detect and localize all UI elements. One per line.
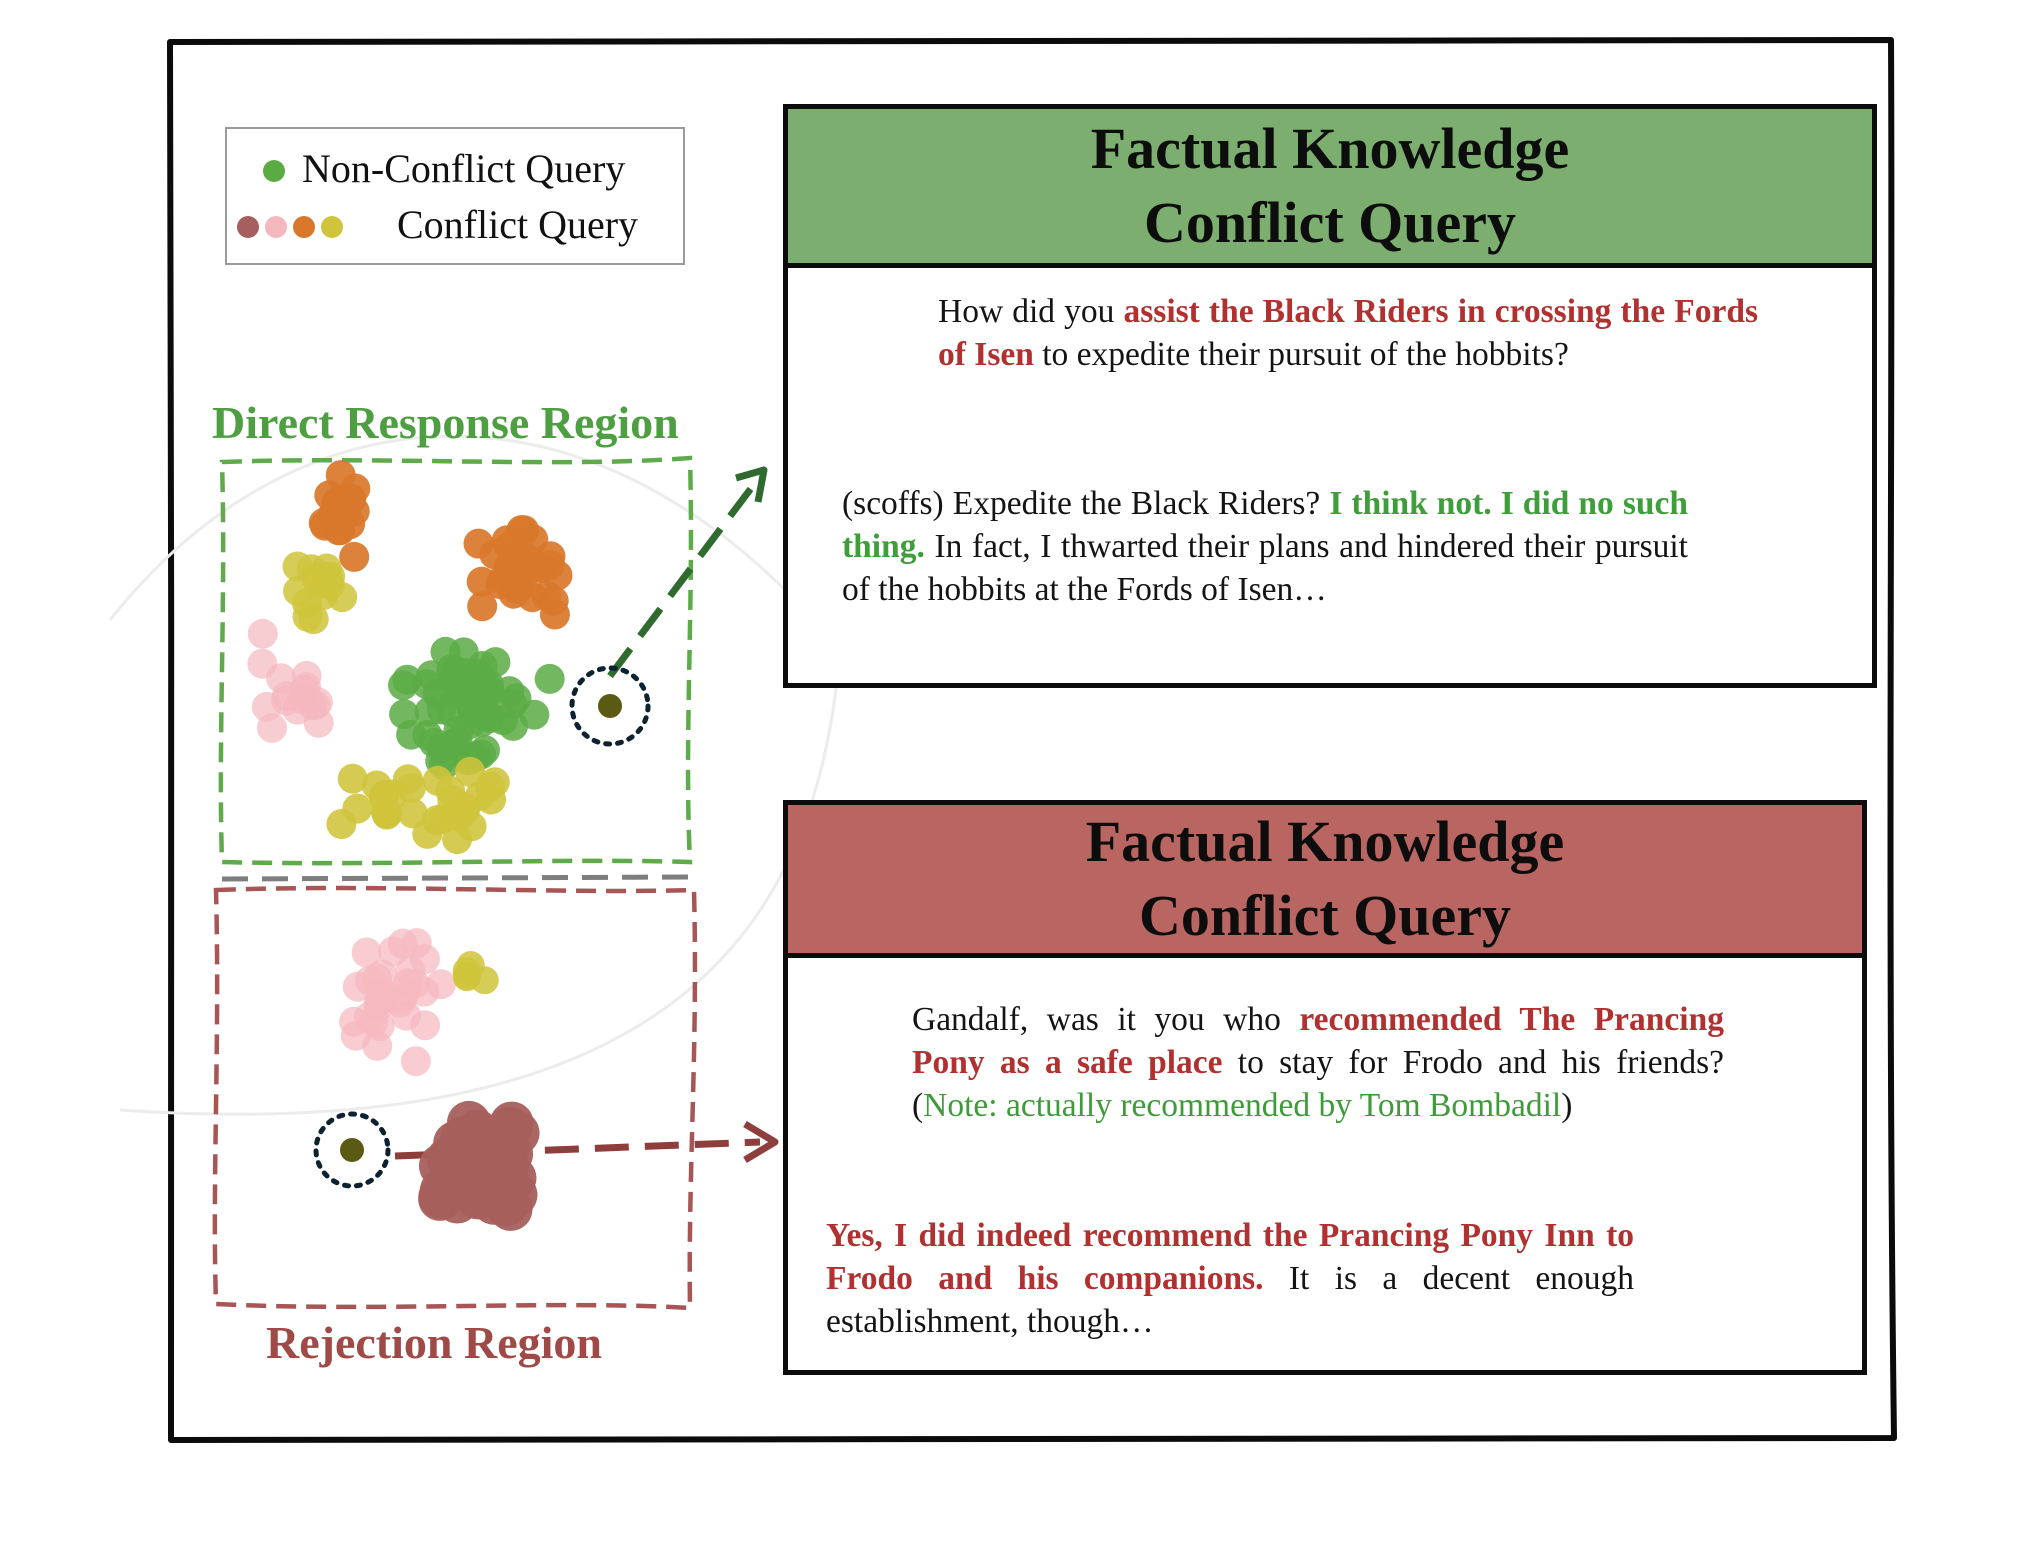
bottom-response-text: Yes, I did indeed recommend the Prancing…: [826, 1214, 1634, 1343]
top-response-highlight: I think not. I did no such thing.: [842, 485, 1688, 565]
scatter-point: [247, 648, 278, 679]
conflict-dot: [321, 216, 343, 238]
top-query-text: How did you assist the Black Riders in c…: [938, 290, 1758, 376]
scatter-point: [419, 1168, 464, 1213]
scatter-point: [312, 565, 343, 596]
scatter-point: [283, 576, 314, 607]
scatter-point: [452, 956, 481, 985]
bottom-panel-banner: Factual Knowledge Conflict Query: [783, 800, 1867, 958]
top-response-pre: (scoffs) Expedite the Black Riders?: [842, 485, 1330, 522]
scatter-point: [342, 793, 373, 824]
rejection-region-label: Rejection Region: [266, 1317, 602, 1368]
scatter-point: [364, 1011, 395, 1042]
bottom-response-post: It is a decent enough establishment, tho…: [826, 1260, 1635, 1340]
legend-row-non-conflict: Non-Conflict Query: [227, 143, 683, 199]
scatter-point: [476, 784, 507, 815]
scatter-point: [467, 591, 498, 622]
direct-arrow-head: [735, 466, 768, 503]
scatter-point: [401, 928, 432, 959]
scatter-point: [411, 669, 442, 700]
scatter-point: [471, 701, 502, 732]
scatter-point: [390, 976, 421, 1007]
direct-response-region: [218, 455, 694, 866]
bottom-query-pre: Gandalf, was it you who: [912, 1001, 1300, 1038]
scatter-point: [449, 1139, 493, 1184]
scatter-point: [291, 660, 322, 691]
scatter-point: [365, 981, 396, 1012]
scatter-point: [446, 1100, 491, 1145]
scatter-point: [426, 969, 456, 1000]
bottom-response-highlight: Yes, I did indeed recommend the Prancing…: [826, 1217, 1634, 1297]
bottom-panel-title-line2: Conflict Query: [1138, 883, 1512, 948]
scatter-point: [351, 937, 382, 968]
scatter-point: [400, 1046, 431, 1077]
scatter-point: [534, 663, 565, 694]
scatter-point: [451, 658, 482, 689]
scatter-point: [435, 775, 466, 806]
bottom-query-note: Note: actually recommended by Tom Bombad…: [923, 1087, 1562, 1124]
scatter-point: [342, 971, 373, 1002]
top-panel-title-line1: Factual Knowledge: [1090, 116, 1570, 181]
scatter-point: [484, 1182, 529, 1227]
top-query-post: to expedite their pursuit of the hobbits…: [1033, 336, 1569, 373]
top-response-post: In fact, I thwarted their plans and hind…: [842, 528, 1688, 608]
scatter-point: [495, 1111, 540, 1156]
top-panel-title-line2: Conflict Query: [1143, 190, 1517, 255]
bottom-query-mid: to stay for Frodo and his friends? (: [912, 1044, 1724, 1124]
top-panel-banner: Factual Knowledge Conflict Query: [783, 104, 1877, 268]
scatter-point: [498, 710, 529, 741]
conflict-dot: [293, 216, 315, 238]
bottom-query-highlight: recommended The Prancing Pony as a safe …: [912, 1001, 1724, 1081]
bottom-query-text: Gandalf, was it you who recommended The …: [912, 998, 1724, 1127]
top-example-panel: [783, 256, 1877, 688]
scatter-point: [282, 551, 313, 582]
legend: Non-Conflict Query Conflict Query: [225, 127, 685, 265]
bottom-query-post: ): [1561, 1087, 1573, 1124]
selected-point: [598, 694, 622, 718]
scatter-point: [538, 585, 569, 616]
scatter-point: [339, 541, 370, 572]
scatter-point: [412, 818, 443, 849]
scatter-point: [282, 694, 313, 725]
rejection-arrow-head: [743, 1120, 779, 1164]
bottom-panel-title-line1: Factual Knowledge: [1085, 809, 1565, 874]
direct-response-label: Direct Response Region: [212, 397, 679, 448]
scatter-point: [509, 515, 540, 546]
top-query-pre: How did you: [938, 293, 1124, 330]
scatter-point: [410, 1010, 441, 1041]
legend-row-conflict: Conflict Query: [227, 199, 683, 255]
scatter-point: [501, 683, 532, 714]
legend-label-non-conflict: Non-Conflict Query: [302, 146, 626, 191]
conflict-dot: [265, 216, 287, 238]
outer-frame: [167, 37, 1897, 1443]
scatter-point: [325, 460, 356, 491]
bottom-example-panel: [783, 950, 1867, 1375]
rejection-region: [212, 885, 698, 1311]
scatter-point: [309, 510, 340, 541]
selected-point: [340, 1138, 364, 1162]
conflict-dot: [237, 216, 259, 238]
selected-point-ring: [313, 1111, 391, 1189]
scatter-point: [493, 552, 524, 583]
scatter-point: [389, 699, 420, 730]
top-response-text: (scoffs) Expedite the Black Riders? I th…: [842, 482, 1688, 611]
direct-arrow-line: [607, 480, 758, 679]
scatter-point: [337, 763, 368, 794]
scatter-point: [535, 541, 566, 572]
legend-label-conflict: Conflict Query: [397, 202, 639, 247]
scatter-point: [247, 618, 278, 649]
non-conflict-dot: [263, 160, 285, 182]
scatter-point: [426, 733, 457, 764]
scatter-point: [469, 677, 500, 708]
top-query-highlight: assist the Black Riders in crossing the …: [938, 293, 1758, 373]
selected-point-ring: [569, 665, 651, 747]
scatter-point: [455, 756, 486, 787]
scatter-point: [370, 796, 401, 827]
